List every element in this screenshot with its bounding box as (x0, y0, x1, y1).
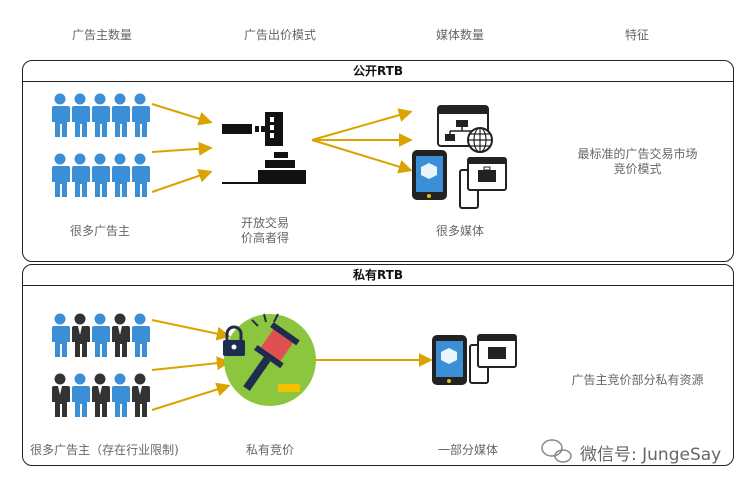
lock-icon (223, 325, 245, 356)
public-mode-line2: 价高者得 (240, 231, 289, 245)
public-media-label: 很多媒体 (435, 224, 484, 238)
public-arrows (151, 103, 413, 193)
private-rtb-title: 私有RTB (23, 265, 733, 286)
header-bid-mode: 广告出价模式 (243, 28, 316, 42)
private-rtb-panel: 私有RTB (22, 264, 734, 466)
private-advertisers-label: 很多广告主（存在行业限制) (30, 443, 179, 457)
header-feature: 特征 (624, 28, 649, 42)
public-mode-line1: 开放交易 (240, 216, 289, 230)
private-arrows (151, 319, 433, 411)
watermark: 微信号: JungeSay (580, 445, 722, 465)
public-feature-line2: 竞价模式 (613, 162, 662, 176)
private-gavel-icon (224, 313, 316, 406)
person-icon (112, 93, 130, 137)
phone-briefcase-icon (469, 334, 517, 384)
phone-briefcase-icon (459, 157, 507, 209)
private-feature-label: 广告主竞价部分私有资源 (571, 373, 704, 387)
person-icon (132, 93, 150, 137)
browser-sitemap-icon (437, 105, 493, 153)
private-media-label: 一部分媒体 (437, 443, 498, 457)
header-media-count: 媒体数量 (435, 28, 484, 42)
person-icon (112, 153, 130, 197)
public-feature-line1: 最标准的广告交易市场 (577, 147, 698, 161)
tablet-icon (412, 150, 447, 200)
private-advertiser-group (52, 313, 150, 417)
tablet-icon (432, 335, 467, 385)
public-rtb-title: 公开RTB (23, 61, 733, 82)
person-icon (92, 93, 110, 137)
person-icon (132, 153, 150, 197)
person-icon (52, 93, 70, 137)
person-icon (52, 153, 70, 197)
wechat-icon (541, 439, 572, 463)
person-icon (72, 93, 90, 137)
public-advertiser-group (52, 93, 150, 197)
gavel-icon (222, 112, 306, 184)
header-advertiser-count: 广告主数量 (71, 28, 132, 42)
person-icon (72, 153, 90, 197)
private-mode-label: 私有竞价 (245, 443, 294, 457)
public-advertisers-label: 很多广告主 (69, 224, 130, 238)
person-icon (92, 153, 110, 197)
